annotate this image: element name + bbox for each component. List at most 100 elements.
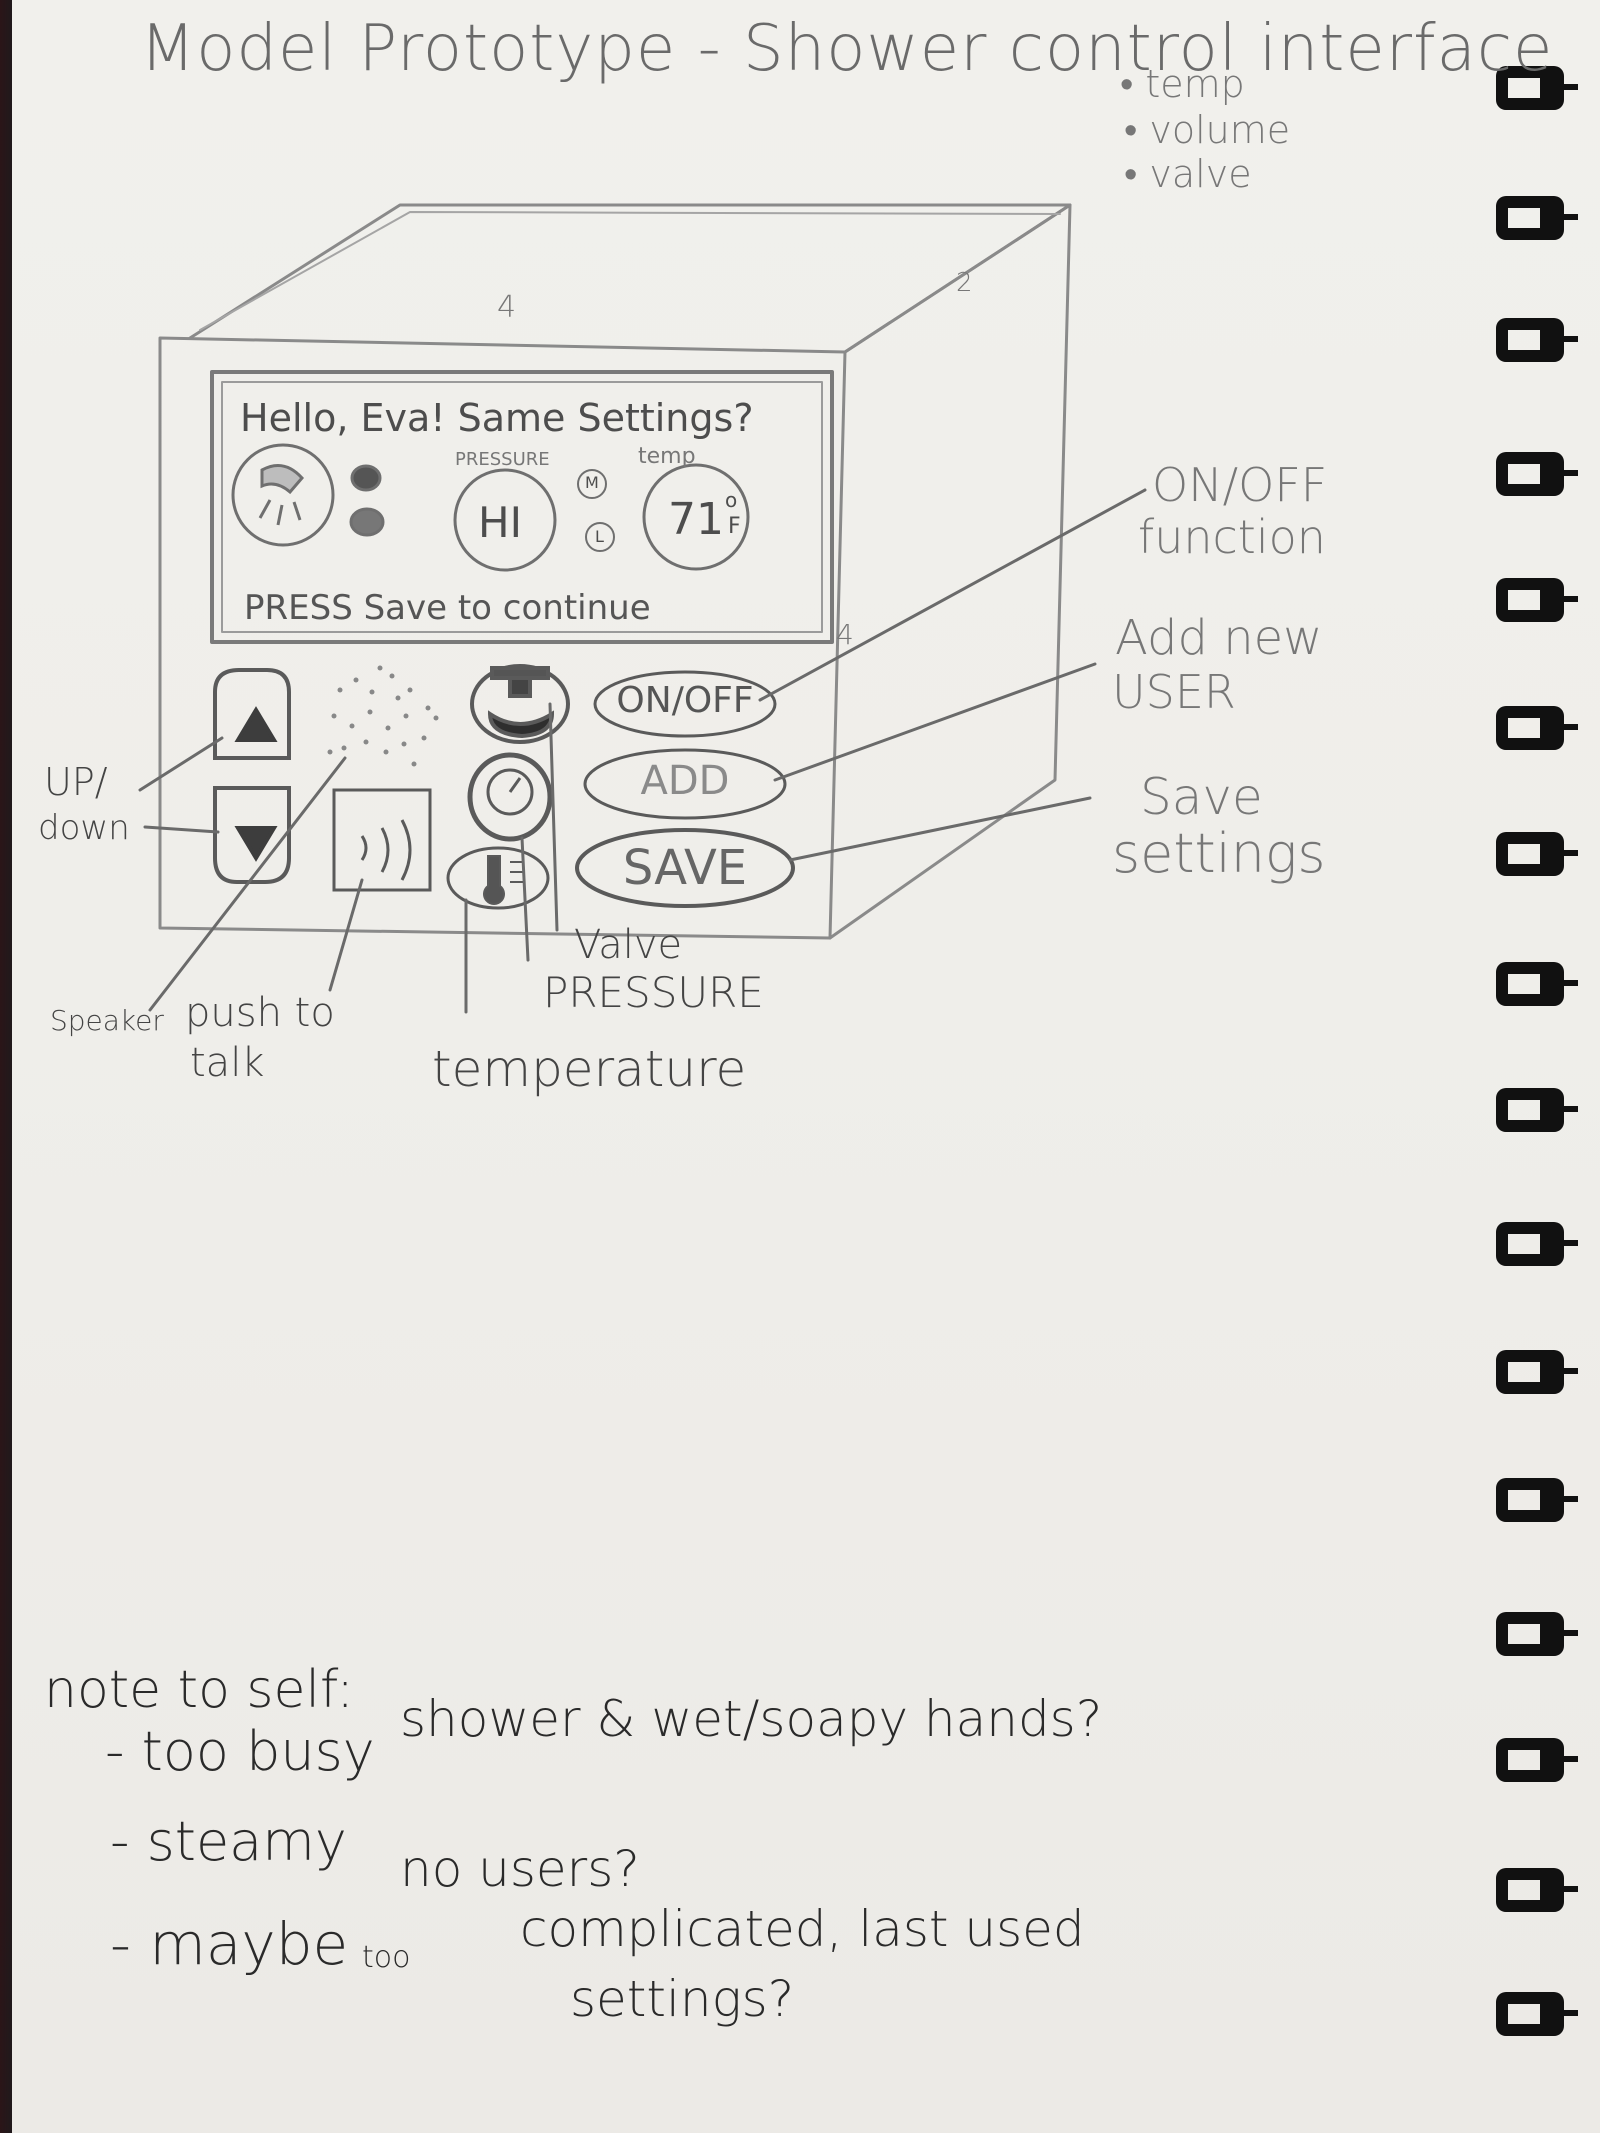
spiral-ring — [1496, 832, 1578, 876]
spiral-ring-wire — [1548, 850, 1578, 856]
mini-valve-icon — [350, 464, 382, 492]
leader-save — [788, 796, 1092, 862]
annotation-push-to-talk-line1: push to — [185, 990, 335, 1036]
leader-valve — [548, 702, 559, 932]
screen-temp-unit: F — [728, 514, 741, 539]
note-line1: - too busy — [105, 1720, 375, 1783]
spiral-ring — [1496, 1222, 1578, 1266]
screen-temp-label: temp — [638, 444, 696, 469]
save-button — [575, 828, 795, 908]
speaker-grille — [327, 665, 439, 767]
feature-valve: • valve — [1124, 152, 1252, 196]
screen-low-indicator: L — [595, 527, 604, 546]
note-line4b: complicated, last used — [520, 1900, 1085, 1958]
spiral-ring — [1496, 1088, 1578, 1132]
leader-on-off — [758, 488, 1147, 702]
spiral-ring-wire — [1548, 1496, 1578, 1502]
spiral-ring — [1496, 706, 1578, 750]
spiral-ring — [1496, 66, 1578, 110]
spiral-ring-wire — [1548, 1106, 1578, 1112]
shower-head-icon — [231, 443, 335, 547]
pressure-button — [467, 752, 553, 842]
screen-temp-value: 71 — [668, 494, 724, 545]
sketch-title: Model Prototype - Shower control interfa… — [140, 12, 1554, 86]
spiral-ring-wire — [1548, 470, 1578, 476]
up-button — [213, 668, 291, 760]
screen-frame — [210, 370, 834, 644]
leader-down — [143, 825, 220, 834]
note-line2a: - steamy — [110, 1810, 347, 1873]
mini-drop-icon — [349, 507, 385, 537]
spiral-ring-wire — [1548, 1756, 1578, 1762]
spiral-ring — [1496, 318, 1578, 362]
annotation-on-off-line1: ON/OFF — [1152, 458, 1328, 512]
annotation-pressure: PRESSURE — [543, 968, 764, 1017]
screen-prompt: PRESS Save to continue — [244, 588, 651, 628]
annotation-save-line2: settings — [1112, 822, 1326, 885]
annotation-speaker: Speaker — [50, 1004, 164, 1037]
spiral-ring — [1496, 196, 1578, 240]
spiral-ring — [1496, 1350, 1578, 1394]
spiral-ring — [1496, 1868, 1578, 1912]
down-button — [213, 786, 291, 884]
on-off-button — [593, 670, 777, 738]
dimension-side-lower: 4 — [836, 618, 854, 651]
dimension-side: 2 — [956, 268, 973, 298]
feature-volume: • volume — [1124, 108, 1291, 152]
temperature-dial — [642, 463, 750, 571]
annotation-temperature: temperature — [432, 1040, 747, 1098]
sketchbook-page — [12, 0, 1600, 2133]
spiral-ring-wire — [1548, 1886, 1578, 1892]
on-off-button-label[interactable]: ON/OFF — [616, 680, 754, 721]
spiral-ring-wire — [1548, 724, 1578, 730]
annotation-save-line1: Save — [1140, 768, 1263, 826]
device-top-face — [188, 203, 1072, 354]
push-to-talk-button — [332, 788, 432, 892]
leader-push-to-talk — [328, 878, 364, 992]
annotation-up: UP/ — [44, 760, 108, 804]
add-button — [583, 748, 787, 820]
spiral-ring — [1496, 1738, 1578, 1782]
annotation-down: down — [38, 808, 130, 848]
spiral-ring-wire — [1548, 1630, 1578, 1636]
note-heading: note to self: — [44, 1660, 354, 1720]
medium-indicator — [577, 469, 607, 499]
screen-greeting: Hello, Eva! Same Settings? — [240, 396, 754, 440]
spiral-ring — [1496, 1478, 1578, 1522]
spiral-ring — [1496, 452, 1578, 496]
spiral-ring — [1496, 1612, 1578, 1656]
save-button-label[interactable]: SAVE — [622, 840, 748, 896]
dimension-top: 4 — [497, 290, 517, 325]
screen-pressure-label: PRESSURE — [455, 449, 550, 470]
leader-up — [138, 736, 224, 792]
screen-medium-indicator: M — [585, 473, 599, 492]
spiral-ring — [1496, 1992, 1578, 2036]
note-line2b: shower & wet/soapy hands? — [400, 1690, 1103, 1748]
spiral-ring-wire — [1548, 214, 1578, 220]
screen-temp-degree: o — [725, 488, 738, 512]
note-line4a: too — [362, 1940, 411, 1975]
spiral-ring-wire — [1548, 84, 1578, 90]
spiral-ring-wire — [1548, 1240, 1578, 1246]
device-right-face — [828, 203, 1072, 940]
annotation-add-line2: USER — [1112, 665, 1236, 719]
annotation-add-line1: Add new — [1115, 610, 1323, 666]
leader-pressure — [520, 836, 530, 962]
pressure-gauge-dial — [453, 468, 557, 572]
add-button-label[interactable]: ADD — [640, 758, 730, 804]
feature-temp: • temp — [1120, 62, 1245, 106]
spiral-ring-wire — [1548, 980, 1578, 986]
annotation-push-to-talk-line2: talk — [190, 1040, 265, 1086]
leader-speaker — [148, 756, 347, 1012]
leader-add — [773, 662, 1097, 782]
temperature-button — [446, 846, 550, 910]
spiral-ring-wire — [1548, 1368, 1578, 1374]
low-indicator — [585, 522, 615, 552]
note-line3a: - maybe — [110, 1910, 349, 1978]
note-line5: settings? — [570, 1970, 795, 2028]
spiral-ring — [1496, 578, 1578, 622]
spiral-ring-wire — [1548, 596, 1578, 602]
spiral-ring-wire — [1548, 2010, 1578, 2016]
annotation-on-off-line2: function — [1138, 510, 1326, 564]
